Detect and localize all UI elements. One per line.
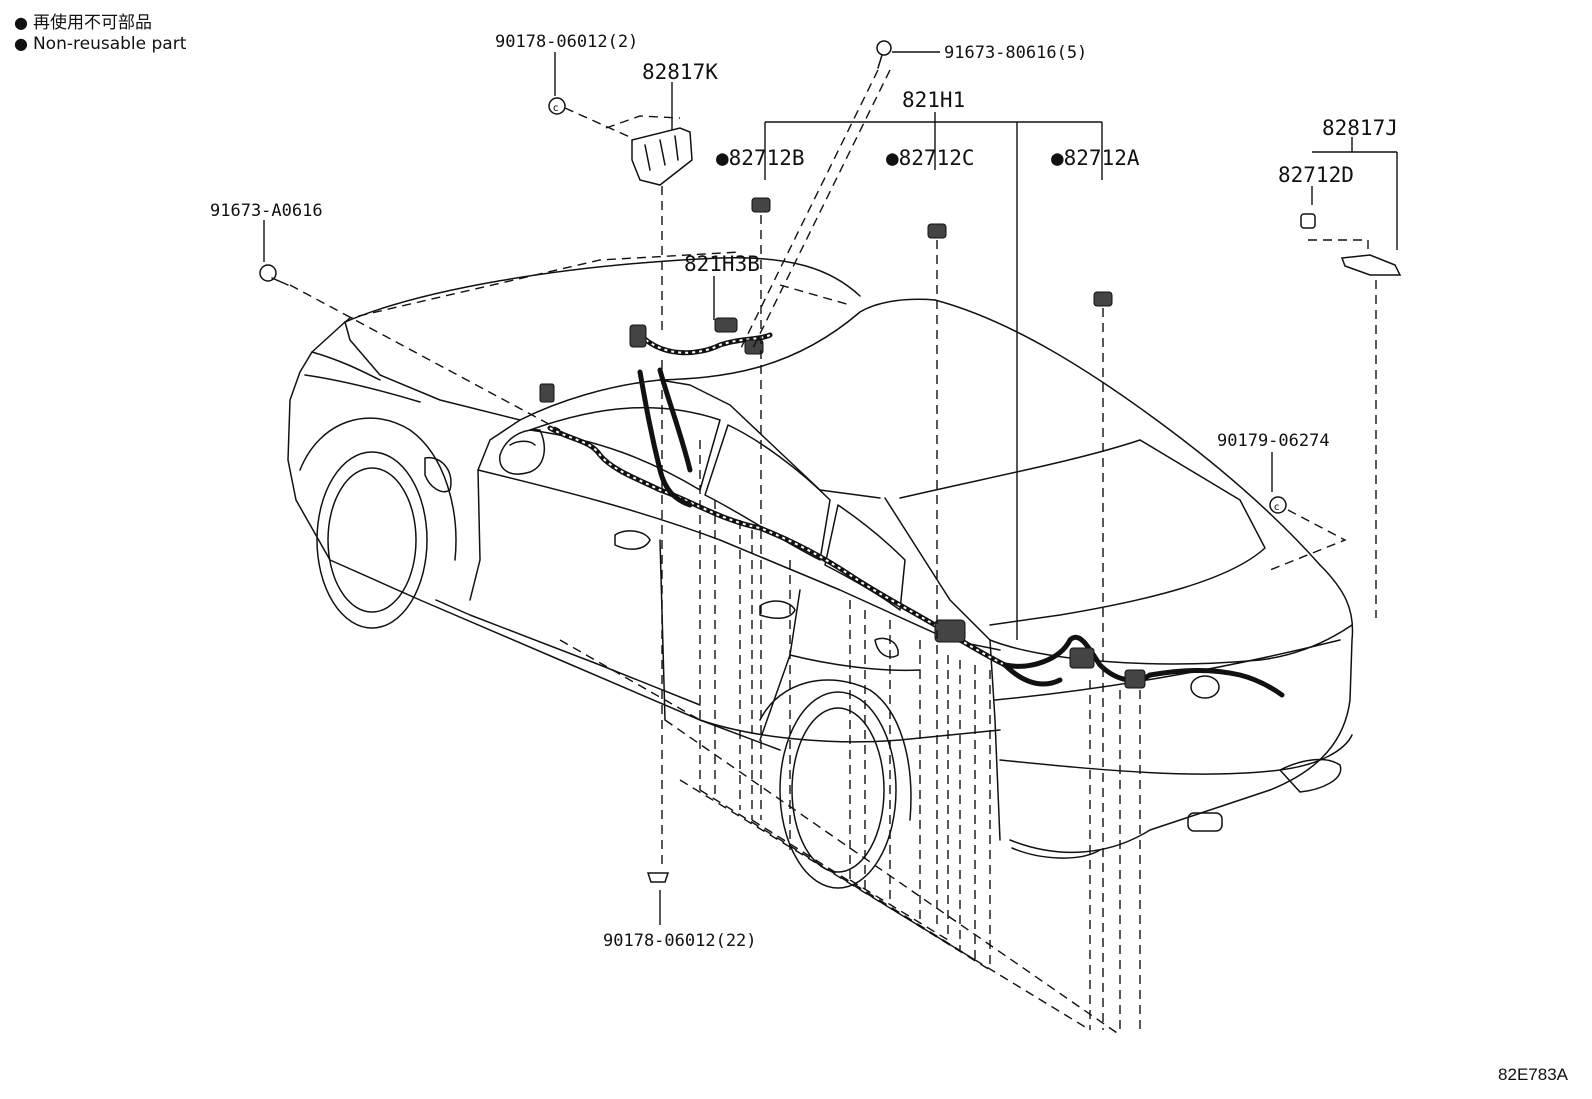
- bolt-91673-A0616-icon: [259, 264, 289, 286]
- label-82712B: ●82712B: [716, 146, 805, 170]
- label-90178-06012-22: 90178-06012(22): [603, 931, 757, 951]
- label-90179-06274: 90179-06274: [1217, 431, 1330, 451]
- legend-en-text: Non-reusable part: [32, 34, 187, 54]
- label-82712A: ●82712A: [1051, 146, 1140, 170]
- label-82817J: 82817J: [1322, 116, 1398, 140]
- bracket-82817J-icon: [1340, 254, 1402, 276]
- wire-harness: [539, 317, 1285, 698]
- clip-90178-top-icon: c: [548, 97, 566, 115]
- non-reusable-dot-icon: ●: [14, 34, 28, 53]
- svg-text:c: c: [553, 103, 559, 114]
- label-82712C: ●82712C: [886, 146, 975, 170]
- clip-90179-icon: c: [1269, 496, 1287, 514]
- legend-english: ●Non-reusable part: [14, 34, 186, 54]
- label-90178-06012-2: 90178-06012(2): [495, 32, 638, 52]
- car-body-outline: [287, 257, 1354, 889]
- clamp-82712D-icon: [1300, 213, 1316, 229]
- dashed-reference-lines: [289, 69, 1377, 1036]
- bracket-82817K-icon: [631, 127, 693, 186]
- part-labels: 90178-06012(2) 82817K 91673-80616(5) 821…: [210, 32, 1398, 951]
- diagram-code: 82E783A: [1498, 1065, 1568, 1084]
- label-82817K: 82817K: [642, 60, 718, 84]
- clip-90178-bottom-icon: [646, 872, 670, 883]
- svg-text:c: c: [1274, 502, 1280, 513]
- leader-lines: [263, 51, 1398, 925]
- label-821H1: 821H1: [902, 88, 965, 112]
- label-91673-A0616: 91673-A0616: [210, 201, 323, 221]
- legend-ja-text: 再使用不可部品: [32, 13, 152, 33]
- clamp-82712B-icon: [751, 197, 771, 213]
- non-reusable-dot-icon: ●: [14, 13, 28, 32]
- clamp-82712A-icon: [1093, 291, 1113, 307]
- legend-japanese: ●再使用不可部品: [14, 8, 152, 33]
- bolt-91673-80616-icon: [876, 40, 892, 69]
- clamp-82712C-icon: [927, 223, 947, 239]
- label-82712D: 82712D: [1278, 163, 1354, 187]
- label-91673-80616-5: 91673-80616(5): [944, 43, 1087, 63]
- label-821H3B: 821H3B: [684, 252, 760, 276]
